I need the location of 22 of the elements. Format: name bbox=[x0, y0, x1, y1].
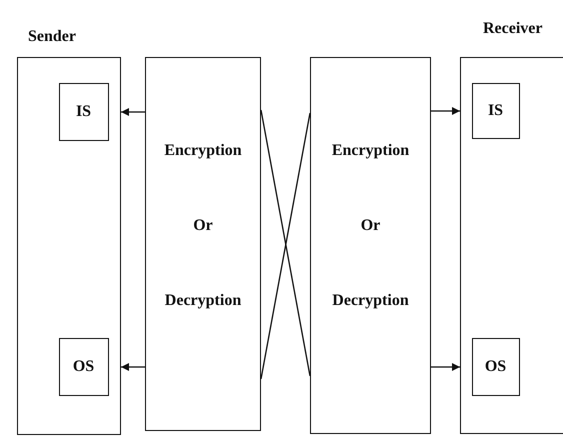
box-label: Decryption bbox=[164, 292, 242, 310]
arrow bbox=[121, 108, 145, 116]
heading-label: Receiver bbox=[483, 20, 543, 38]
system-box bbox=[472, 338, 520, 396]
box-label: Encryption bbox=[164, 142, 242, 160]
box-label: Decryption bbox=[332, 292, 409, 310]
system-box bbox=[58, 82, 108, 140]
box-label: OS bbox=[484, 358, 506, 376]
box-label: Encryption bbox=[332, 142, 410, 160]
box-label: OS bbox=[72, 358, 94, 376]
arrow bbox=[121, 363, 145, 371]
box-label: IS bbox=[488, 102, 504, 120]
arrow bbox=[431, 363, 460, 371]
box-label: Or bbox=[360, 217, 380, 235]
system-box bbox=[58, 338, 108, 396]
system-box bbox=[472, 82, 520, 138]
process-box bbox=[310, 57, 431, 434]
heading-label: Sender bbox=[28, 28, 76, 46]
box-label: IS bbox=[76, 102, 92, 120]
process-box bbox=[145, 57, 261, 431]
arrow bbox=[431, 107, 460, 115]
box-label: Or bbox=[193, 217, 213, 235]
